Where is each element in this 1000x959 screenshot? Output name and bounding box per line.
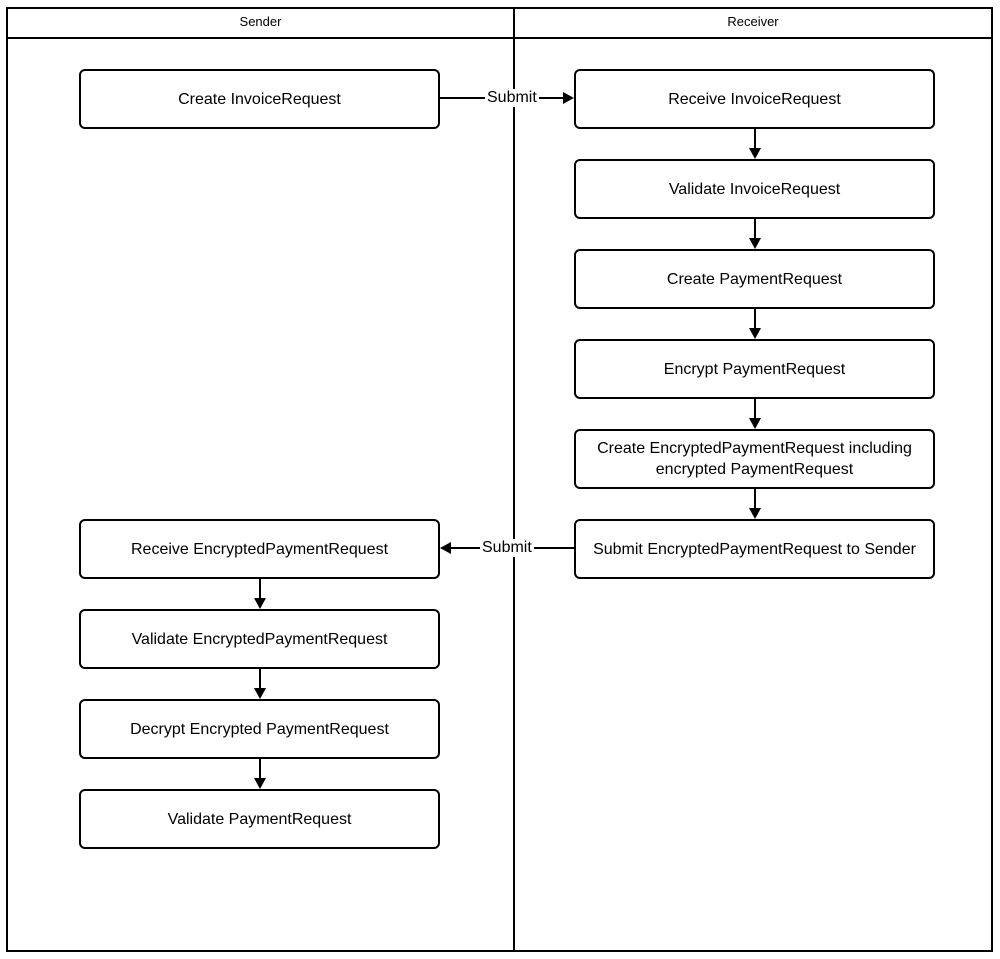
node-validate-paymentrequest[interactable]: Validate PaymentRequest — [79, 789, 440, 849]
node-receive-encryptedpaymentrequest[interactable]: Receive EncryptedPaymentRequest — [79, 519, 440, 579]
node-label: Create PaymentRequest — [666, 270, 843, 288]
arrowhead-receiver-2 — [749, 238, 761, 249]
arrowhead-submit-to-receiver — [563, 92, 574, 104]
arrowhead-submit-to-sender — [440, 542, 451, 554]
arrowhead-receiver-1 — [749, 148, 761, 159]
edge-label-submit-to-receiver: Submit — [485, 89, 539, 107]
node-encrypt-paymentrequest[interactable]: Encrypt PaymentRequest — [574, 339, 935, 399]
swimlane-vertical-divider — [513, 7, 515, 952]
connector-receiver-1 — [754, 128, 756, 152]
node-label: Receive InvoiceRequest — [668, 90, 841, 108]
arrowhead-receiver-4 — [749, 418, 761, 429]
node-decrypt-encrypted-paymentrequest[interactable]: Decrypt Encrypted PaymentRequest — [79, 699, 440, 759]
edge-label-submit-to-sender: Submit — [480, 539, 534, 557]
node-label: Submit EncryptedPaymentRequest to Sender — [593, 540, 916, 558]
node-label: Create EncryptedPaymentRequest including… — [597, 440, 912, 478]
node-validate-invoicerequest[interactable]: Validate InvoiceRequest — [574, 159, 935, 219]
connector-sender-2 — [259, 668, 261, 692]
swimlane-header-divider — [6, 37, 993, 39]
node-label: Validate InvoiceRequest — [668, 180, 841, 198]
arrowhead-sender-2 — [254, 688, 266, 699]
node-label: Encrypt PaymentRequest — [663, 360, 846, 378]
connector-sender-3 — [259, 758, 261, 782]
connector-sender-1 — [259, 578, 261, 602]
node-label: Receive EncryptedPaymentRequest — [130, 540, 389, 558]
node-create-encryptedpaymentrequest[interactable]: Create EncryptedPaymentRequest including… — [574, 429, 935, 489]
lane-title-sender: Sender — [239, 14, 282, 29]
node-label: Validate EncryptedPaymentRequest — [131, 630, 388, 648]
node-label: Validate PaymentRequest — [167, 810, 352, 828]
connector-receiver-2 — [754, 218, 756, 242]
node-label: Create InvoiceRequest — [178, 90, 341, 108]
node-create-paymentrequest[interactable]: Create PaymentRequest — [574, 249, 935, 309]
node-validate-encryptedpaymentrequest[interactable]: Validate EncryptedPaymentRequest — [79, 609, 440, 669]
connector-receiver-4 — [754, 398, 756, 422]
arrowhead-receiver-5 — [749, 508, 761, 519]
arrowhead-sender-3 — [254, 778, 266, 789]
connector-receiver-5 — [754, 488, 756, 512]
arrowhead-receiver-3 — [749, 328, 761, 339]
node-label: Decrypt Encrypted PaymentRequest — [130, 720, 389, 738]
node-create-invoicerequest[interactable]: Create InvoiceRequest — [79, 69, 440, 129]
node-submit-encryptedpaymentrequest[interactable]: Submit EncryptedPaymentRequest to Sender — [574, 519, 935, 579]
arrowhead-sender-1 — [254, 598, 266, 609]
lane-title-receiver: Receiver — [727, 14, 779, 29]
node-receive-invoicerequest[interactable]: Receive InvoiceRequest — [574, 69, 935, 129]
connector-receiver-3 — [754, 308, 756, 332]
